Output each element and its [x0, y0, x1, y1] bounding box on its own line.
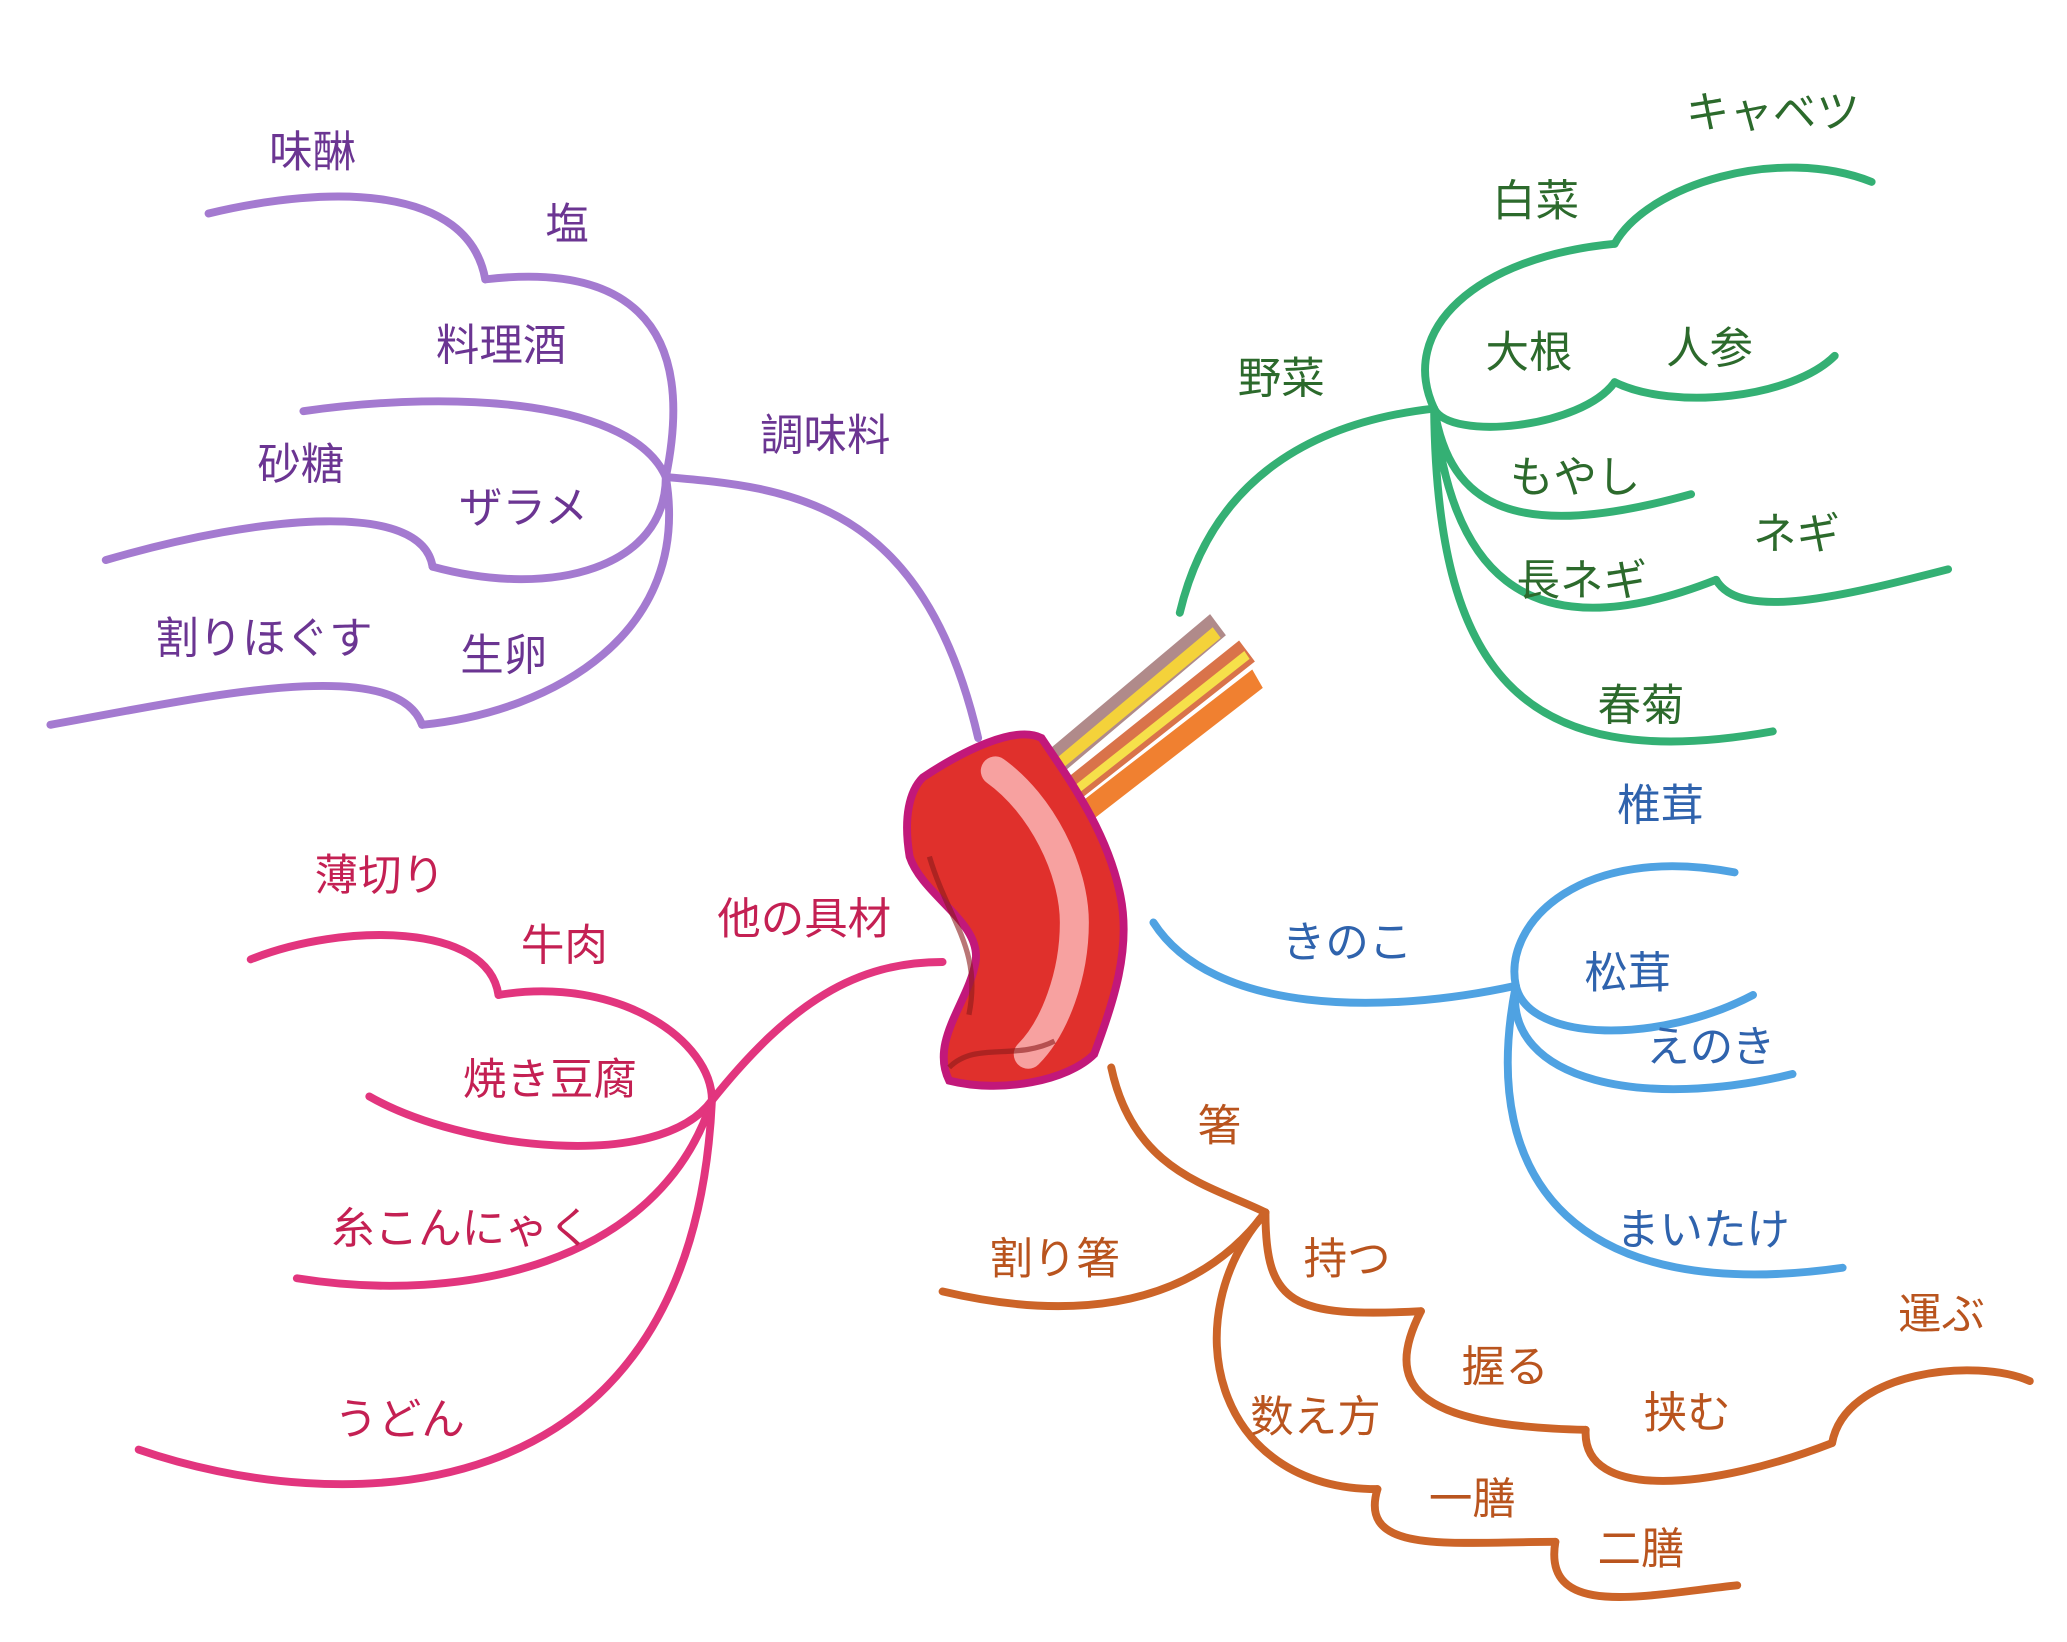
node-carrot: 人参: [1666, 324, 1753, 374]
node-maitake: まいたけ: [1616, 1206, 1790, 1256]
node-shiitake: 椎茸: [1617, 782, 1704, 832]
node-grilled-tofu: 焼き豆腐: [463, 1056, 637, 1106]
meat-fat-stripe: [980, 756, 1089, 1069]
node-salt: 塩: [545, 200, 588, 250]
node-waribashi: 割り箸: [989, 1235, 1119, 1285]
node-hold: 持つ: [1304, 1235, 1391, 1285]
chopsticks-icon: [1044, 614, 1263, 833]
branch-other-ingredients: 他の具材 薄切り 牛肉 焼き豆腐 糸こんにゃく うどん: [134, 851, 947, 1489]
node-thin-slice: 薄切り: [315, 851, 445, 901]
node-mirin: 味醂: [269, 128, 356, 178]
node-vegetables: 野菜: [1238, 355, 1325, 405]
node-grip: 握る: [1462, 1343, 1549, 1393]
node-moyashi: もやし: [1510, 454, 1640, 504]
node-nizen: 二膳: [1598, 1525, 1685, 1575]
node-seasoning: 調味料: [760, 411, 890, 461]
node-sugar: 砂糖: [257, 440, 344, 490]
node-shungiku: 春菊: [1598, 681, 1685, 731]
node-shirataki: 糸こんにゃく: [331, 1205, 592, 1255]
node-ichizen: 一膳: [1429, 1475, 1516, 1525]
node-beat: 割りほぐす: [155, 614, 372, 664]
central-image-meat-with-chopsticks: [903, 614, 1263, 1090]
node-naganegi: 長ネギ: [1517, 556, 1647, 606]
branch-chopsticks: 箸 割り箸 持つ 握る 挟む 運ぶ 数え方 一膳 二膳: [938, 1063, 2034, 1601]
node-counting: 数え方: [1250, 1393, 1380, 1443]
node-raw-egg: 生卵: [460, 631, 547, 681]
node-carry: 運ぶ: [1898, 1290, 1985, 1340]
node-other-ingredients: 他の具材: [717, 895, 891, 945]
node-cooking-sake: 料理酒: [436, 322, 566, 372]
branch-seasoning: 調味料 味醂 塩 料理酒 砂糖 ザラメ 割りほぐす 生卵: [46, 128, 983, 742]
node-daikon: 大根: [1486, 328, 1573, 378]
node-zarame: ザラメ: [459, 484, 588, 534]
node-mushrooms: きのこ: [1282, 919, 1412, 969]
node-enoki: えのき: [1646, 1023, 1775, 1073]
node-matsutake: 松茸: [1584, 949, 1671, 999]
node-beef: 牛肉: [521, 921, 608, 971]
branch-vegetables: 野菜 白菜 キャベツ 大根 人参 もやし 長ネギ ネギ 春菊: [1175, 88, 1953, 746]
node-hakusai: 白菜: [1492, 177, 1579, 227]
node-chopsticks: 箸: [1198, 1102, 1241, 1152]
node-pinch: 挟む: [1644, 1389, 1731, 1439]
branch-mushrooms: きのこ 椎茸 松茸 えのき まいたけ: [1149, 782, 1847, 1279]
node-negi: ネギ: [1753, 510, 1840, 560]
node-udon: うどん: [334, 1396, 464, 1446]
node-cabbage: キャベツ: [1686, 88, 1860, 138]
